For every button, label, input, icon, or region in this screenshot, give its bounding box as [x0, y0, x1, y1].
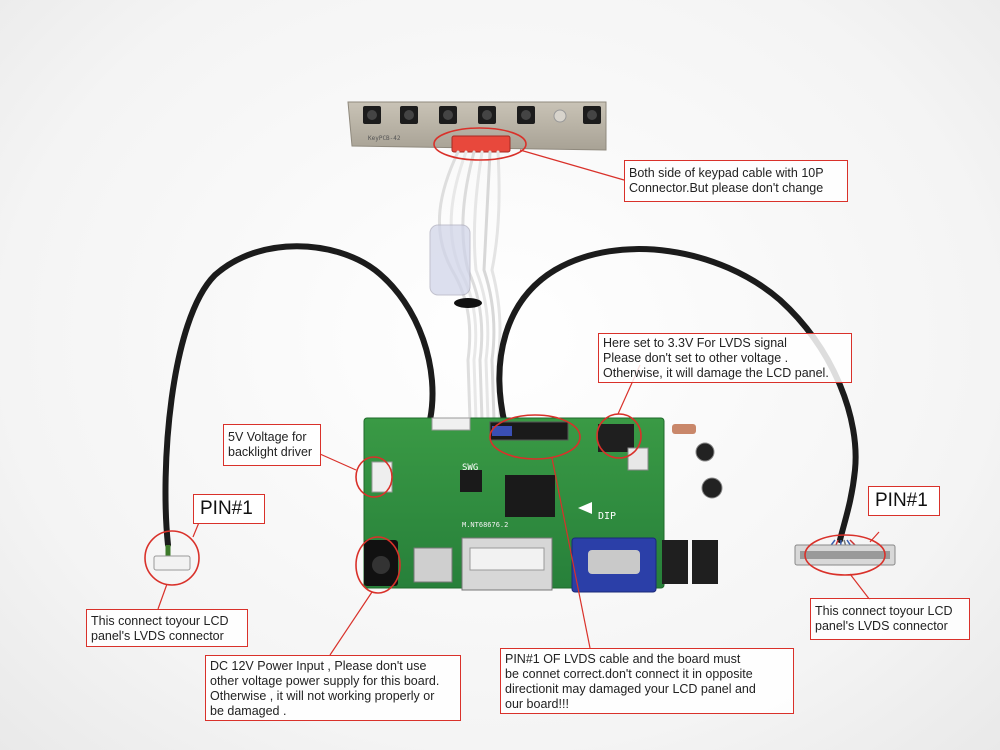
keypad-model-text: KeyPCB-42: [368, 135, 401, 142]
pin1-label-right: PIN#1: [868, 486, 940, 516]
hdmi-port: [413, 547, 453, 583]
main-driver-board: M.NT68676.2 DIP SWG: [363, 417, 723, 593]
callout-lvds-voltage: Here set to 3.3V For LVDS signal Please …: [598, 333, 852, 383]
callout-lcd-connector-left: This connect toyour LCD panel's LVDS con…: [86, 609, 248, 647]
keypad-connector: [451, 135, 511, 153]
keypad-board: KeyPCB-42: [347, 101, 607, 153]
callout-backlight-voltage: 5V Voltage for backlight driver: [223, 424, 321, 466]
voltage-jumper: [598, 424, 634, 452]
audio-jack-1: [662, 540, 688, 584]
callout-power-input: DC 12V Power Input , Please don't use ot…: [205, 655, 461, 721]
dip-label: DIP: [598, 511, 616, 522]
swg-label: SWG: [462, 463, 478, 473]
leader-lines: [157, 149, 880, 656]
callout-lcd-connector-right: This connect toyour LCD panel's LVDS con…: [810, 598, 970, 640]
right-lvds-cable: [496, 246, 859, 543]
callout-lvds-pin1: PIN#1 OF LVDS cable and the board must b…: [500, 648, 794, 714]
keypad-header: [431, 417, 471, 431]
keypad-buttons: [363, 106, 601, 124]
audio-jack-2: [692, 540, 718, 584]
pin1-label-left: PIN#1: [193, 494, 265, 524]
highlight-circles: [144, 127, 886, 594]
main-chip: [505, 475, 555, 517]
board-model-text: M.NT68676.2: [462, 521, 508, 529]
keypad-ribbon-cable: [429, 150, 502, 422]
callout-keypad-cable: Both side of keypad cable with 10P Conne…: [624, 160, 848, 202]
left-lcd-connector: [153, 555, 191, 571]
